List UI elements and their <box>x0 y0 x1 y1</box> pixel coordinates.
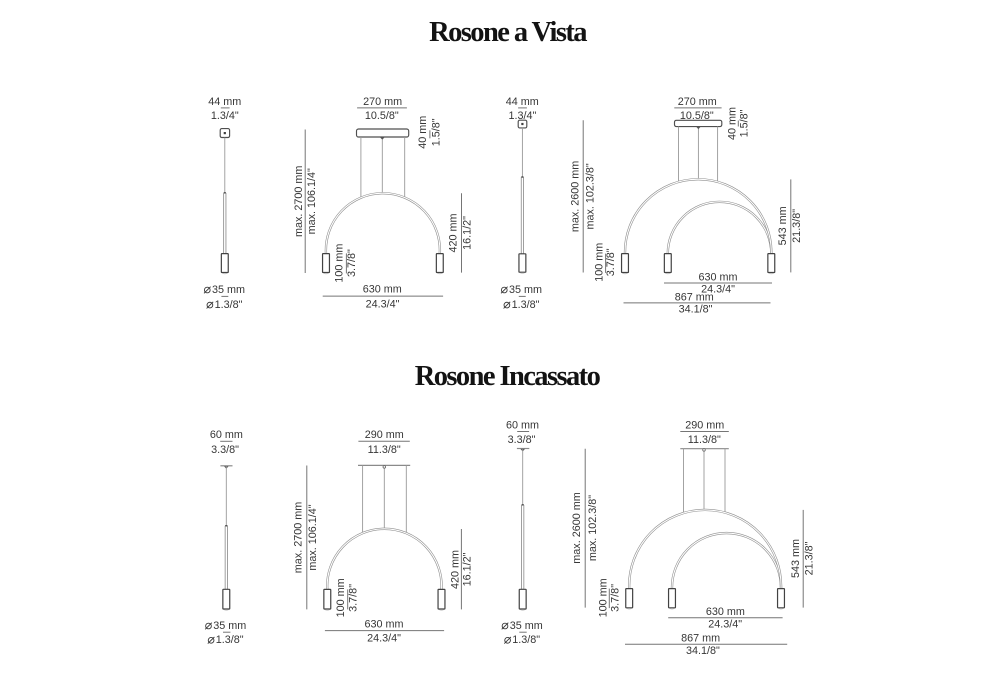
svg-text:1.5/8": 1.5/8" <box>430 118 442 146</box>
svg-text:35 mm: 35 mm <box>509 284 542 296</box>
svg-text:1.5/8": 1.5/8" <box>739 109 751 137</box>
svg-text:11.3/8": 11.3/8" <box>368 444 401 456</box>
svg-text:24.3/4": 24.3/4" <box>366 298 400 310</box>
svg-text:34.1/8": 34.1/8" <box>686 645 720 657</box>
svg-text:24.3/4": 24.3/4" <box>708 618 742 630</box>
svg-text:867 mm: 867 mm <box>681 632 720 644</box>
svg-text:Rosone a Vista: Rosone a Vista <box>429 17 587 48</box>
svg-text:21.3/8": 21.3/8" <box>791 209 803 243</box>
svg-text:1.3/4": 1.3/4" <box>508 110 536 122</box>
svg-text:630 mm: 630 mm <box>364 618 403 630</box>
svg-text:3.7/8": 3.7/8" <box>347 584 359 612</box>
svg-text:100 mm: 100 mm <box>597 578 609 617</box>
svg-text:420 mm: 420 mm <box>448 213 460 252</box>
svg-text:630 mm: 630 mm <box>363 284 402 296</box>
svg-text:44 mm: 44 mm <box>506 96 539 108</box>
svg-text:3.3/8": 3.3/8" <box>211 444 239 456</box>
svg-text:420 mm: 420 mm <box>450 550 462 589</box>
svg-text:11.3/8": 11.3/8" <box>688 434 721 446</box>
svg-text:60 mm: 60 mm <box>506 420 539 432</box>
svg-text:max. 102.3/8": max. 102.3/8" <box>585 163 597 229</box>
svg-text:max. 2600 mm: max. 2600 mm <box>571 492 583 563</box>
svg-text:290 mm: 290 mm <box>685 420 724 432</box>
svg-text:1.3/8": 1.3/8" <box>512 634 540 646</box>
svg-text:3.7/8": 3.7/8" <box>605 248 617 276</box>
svg-text:543 mm: 543 mm <box>777 206 789 245</box>
svg-text:35 mm: 35 mm <box>212 284 245 296</box>
svg-text:100 mm: 100 mm <box>593 243 605 282</box>
svg-text:100 mm: 100 mm <box>334 244 346 283</box>
svg-text:max. 106.1/4": max. 106.1/4" <box>307 504 319 570</box>
svg-text:1.3/8": 1.3/8" <box>215 299 243 311</box>
svg-text:16.1/2": 16.1/2" <box>461 216 473 250</box>
svg-text:3.3/8": 3.3/8" <box>508 434 536 446</box>
svg-text:max. 2600 mm: max. 2600 mm <box>570 161 582 232</box>
svg-text:1.3/8": 1.3/8" <box>512 299 540 311</box>
svg-text:40 mm: 40 mm <box>417 116 429 149</box>
svg-text:3.7/8": 3.7/8" <box>609 584 621 612</box>
svg-text:10.5/8": 10.5/8" <box>365 110 399 122</box>
svg-text:40 mm: 40 mm <box>727 107 739 140</box>
svg-text:270 mm: 270 mm <box>363 96 402 108</box>
svg-text:60 mm: 60 mm <box>210 429 243 441</box>
svg-text:3.7/8": 3.7/8" <box>346 249 358 277</box>
svg-text:24.3/4": 24.3/4" <box>367 633 401 645</box>
svg-text:630 mm: 630 mm <box>706 606 745 618</box>
svg-text:max. 2700 mm: max. 2700 mm <box>293 502 305 573</box>
svg-text:867 mm: 867 mm <box>675 292 714 304</box>
svg-text:max. 106.1/4": max. 106.1/4" <box>306 168 318 234</box>
svg-text:270 mm: 270 mm <box>678 96 717 108</box>
svg-text:543 mm: 543 mm <box>790 539 802 578</box>
svg-text:35 mm: 35 mm <box>213 620 246 632</box>
svg-text:44 mm: 44 mm <box>208 96 241 108</box>
svg-text:24.3/4": 24.3/4" <box>701 284 735 296</box>
svg-text:1.3/8": 1.3/8" <box>216 634 244 646</box>
svg-text:35 mm: 35 mm <box>510 620 543 632</box>
svg-text:max. 102.3/8": max. 102.3/8" <box>587 495 599 561</box>
svg-text:max. 2700 mm: max. 2700 mm <box>293 166 305 237</box>
svg-text:34.1/8": 34.1/8" <box>679 303 713 315</box>
svg-text:10.5/8": 10.5/8" <box>680 110 714 122</box>
svg-text:1.3/4": 1.3/4" <box>211 110 239 122</box>
svg-text:630 mm: 630 mm <box>698 272 737 284</box>
svg-text:16.1/2": 16.1/2" <box>461 552 473 586</box>
svg-text:290 mm: 290 mm <box>365 429 404 441</box>
svg-text:21.3/8": 21.3/8" <box>804 541 816 575</box>
svg-text:Rosone Incassato: Rosone Incassato <box>415 361 601 392</box>
svg-text:100 mm: 100 mm <box>335 578 347 617</box>
